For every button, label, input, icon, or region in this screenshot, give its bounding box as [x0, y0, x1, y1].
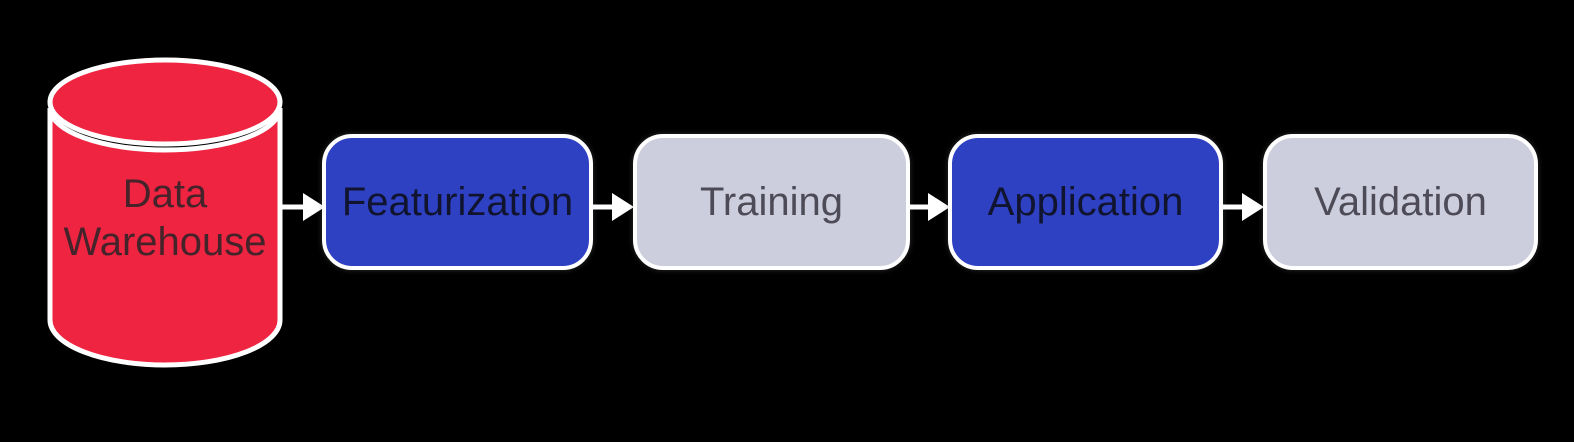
arrow-right-icon	[906, 193, 950, 221]
data-warehouse-label-line1: Data	[122, 172, 208, 216]
arrow-right-icon	[590, 193, 634, 221]
flow-arrow-1	[281, 189, 325, 225]
cylinder-top	[47, 57, 283, 147]
flow-arrow-3	[906, 189, 950, 225]
node-featurization: Featurization	[322, 134, 593, 270]
node-validation: Validation	[1263, 134, 1538, 270]
node-application: Application	[948, 134, 1223, 270]
data-warehouse-cylinder: Data Warehouse	[45, 55, 285, 370]
data-warehouse-label: Data Warehouse	[45, 170, 285, 266]
node-training-label: Training	[699, 179, 844, 224]
cylinder-shape-icon	[47, 57, 283, 368]
arrow-right-icon	[1220, 193, 1264, 221]
node-featurization-label: Featurization	[341, 179, 574, 224]
data-warehouse-label-line2: Warehouse	[63, 220, 267, 264]
arrow-right-icon	[281, 193, 325, 221]
cylinder-body	[47, 107, 283, 368]
flow-arrow-2	[590, 189, 634, 225]
flow-arrow-4	[1220, 189, 1264, 225]
node-application-label: Application	[987, 179, 1184, 224]
node-validation-label: Validation	[1314, 179, 1487, 224]
node-training: Training	[633, 134, 910, 270]
